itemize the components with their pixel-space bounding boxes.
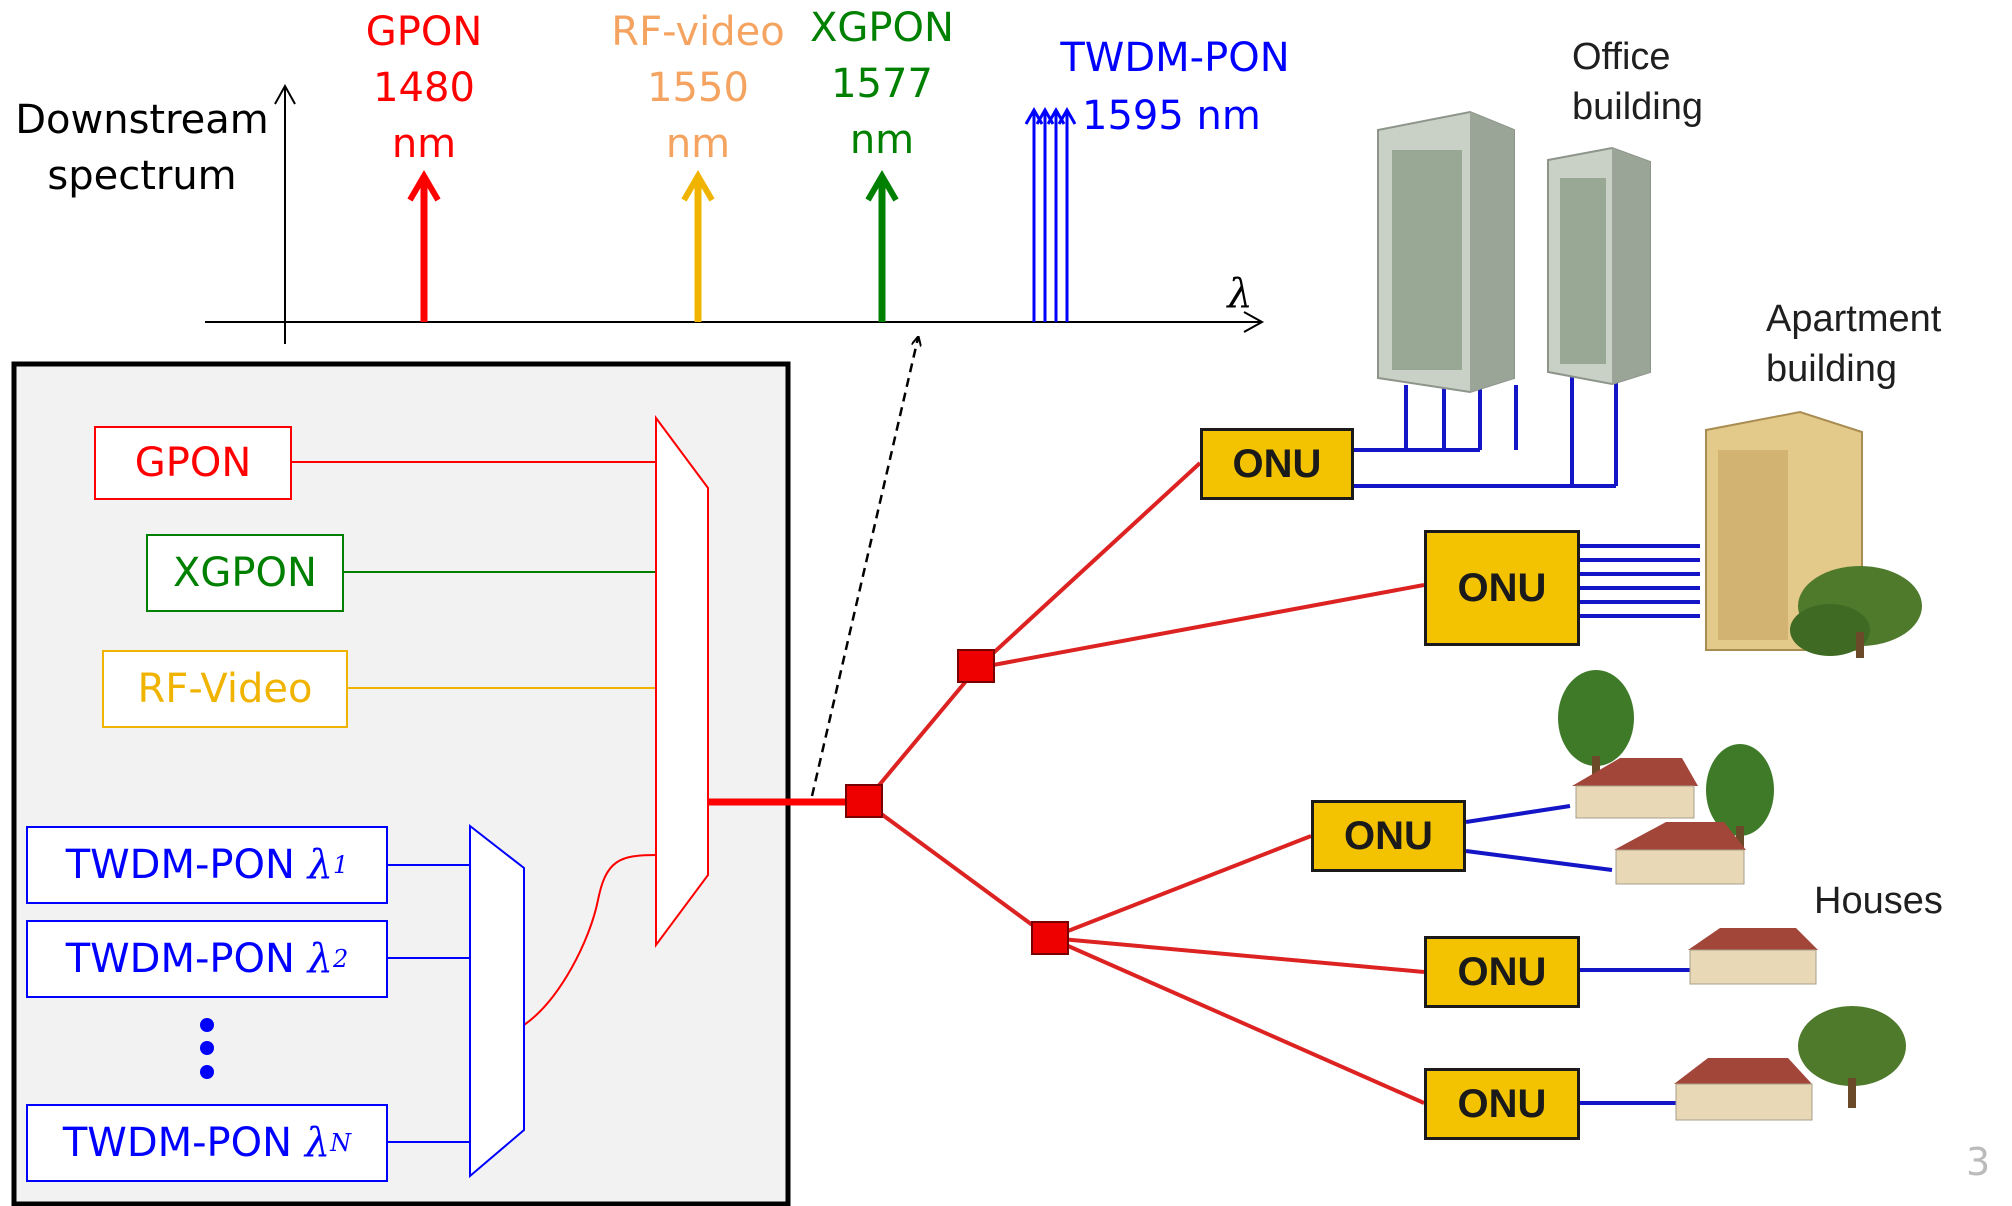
spectrum-axis-label: Downstream spectrum (15, 97, 269, 199)
onu-houses-3-label: ONU (1457, 1081, 1547, 1126)
onu-houses-1: ONU (1311, 800, 1466, 872)
lambda-subscript-n: N (330, 1129, 352, 1157)
onu-houses-2: ONU (1424, 936, 1580, 1008)
gpon-wavelength: 1480 (373, 65, 475, 111)
xgpon-wavelength: 1577 (831, 61, 933, 107)
rfvideo-source-label: RF-Video (137, 666, 313, 712)
onu-apartment-label: ONU (1457, 565, 1547, 610)
xgpon-spectral-line (865, 170, 899, 322)
twdm-spectral-name: TWDM-PON (1060, 35, 1290, 81)
onu-office: ONU (1200, 428, 1354, 500)
rfvideo-name: RF-video (611, 9, 785, 55)
spectrum-axes (205, 83, 1265, 344)
onu-houses-3: ONU (1424, 1068, 1580, 1140)
xgpon-unit: nm (849, 117, 915, 163)
lambda-symbol-1: λ (307, 842, 334, 888)
gpon-spectral-line (407, 170, 441, 322)
lambda-subscript-2: 2 (333, 945, 349, 973)
splitter-upper (957, 649, 995, 683)
lambda-symbol-n: λ (304, 1120, 331, 1166)
lambda-axis-label: λ (1227, 271, 1253, 317)
onu-houses-1-label: ONU (1344, 813, 1433, 858)
onu-apartment: ONU (1424, 530, 1580, 646)
rfvideo-source-box: RF-Video (102, 650, 348, 728)
onu-office-label: ONU (1232, 441, 1322, 486)
rfvideo-spectral-label: RF-video 1550 nm (598, 4, 798, 172)
onu-drop-wiring (1354, 370, 1700, 1105)
twdm-spectral-lines (1024, 106, 1077, 322)
twdm-source-label-2: TWDM-PON (65, 936, 295, 982)
houses-label: Houses (1814, 880, 1943, 922)
lambda-symbol-2: λ (307, 936, 334, 982)
rfvideo-unit: nm (665, 121, 731, 167)
splitter-lower (1031, 921, 1069, 955)
onu-houses-2-label: ONU (1457, 949, 1547, 994)
distribution-fibers (863, 461, 1425, 1105)
gpon-spectral-label: GPON 1480 nm (344, 4, 504, 172)
rfvideo-spectral-line (681, 170, 715, 322)
gpon-name: GPON (365, 9, 483, 55)
rfvideo-wavelength: 1550 (647, 65, 749, 111)
splitter-main (845, 784, 883, 818)
office-building-label: Office building (1572, 36, 1703, 128)
ellipsis-dots (200, 1018, 214, 1079)
twdm-source-label-1: TWDM-PON (65, 842, 295, 888)
xgpon-source-box: XGPON (146, 534, 344, 612)
apartment-building-icon (1705, 410, 1922, 658)
xgpon-source-label: XGPON (173, 550, 317, 596)
gpon-unit: nm (391, 121, 457, 167)
office-building-icon (1377, 110, 1651, 394)
apartment-building-label: Apartment building (1766, 298, 1942, 390)
gpon-source-label: GPON (134, 440, 252, 486)
xgpon-spectral-label: XGPON 1577 nm (796, 0, 968, 168)
gpon-source-box: GPON (94, 426, 292, 500)
twdm-source-label-n: TWDM-PON (62, 1120, 293, 1166)
xgpon-name: XGPON (810, 5, 954, 51)
twdm-multiplexer (469, 823, 525, 1179)
twdm-spectral-wavelength: 1595 nm (1082, 93, 1261, 139)
page-number: 3 (1966, 1140, 1991, 1184)
lambda-subscript-1: 1 (333, 851, 349, 879)
olt-wiring (292, 461, 845, 1143)
wdm-multiplexer (655, 414, 709, 949)
spectrum-pointer-arrow (810, 338, 918, 797)
houses-icon (1558, 670, 1906, 1121)
